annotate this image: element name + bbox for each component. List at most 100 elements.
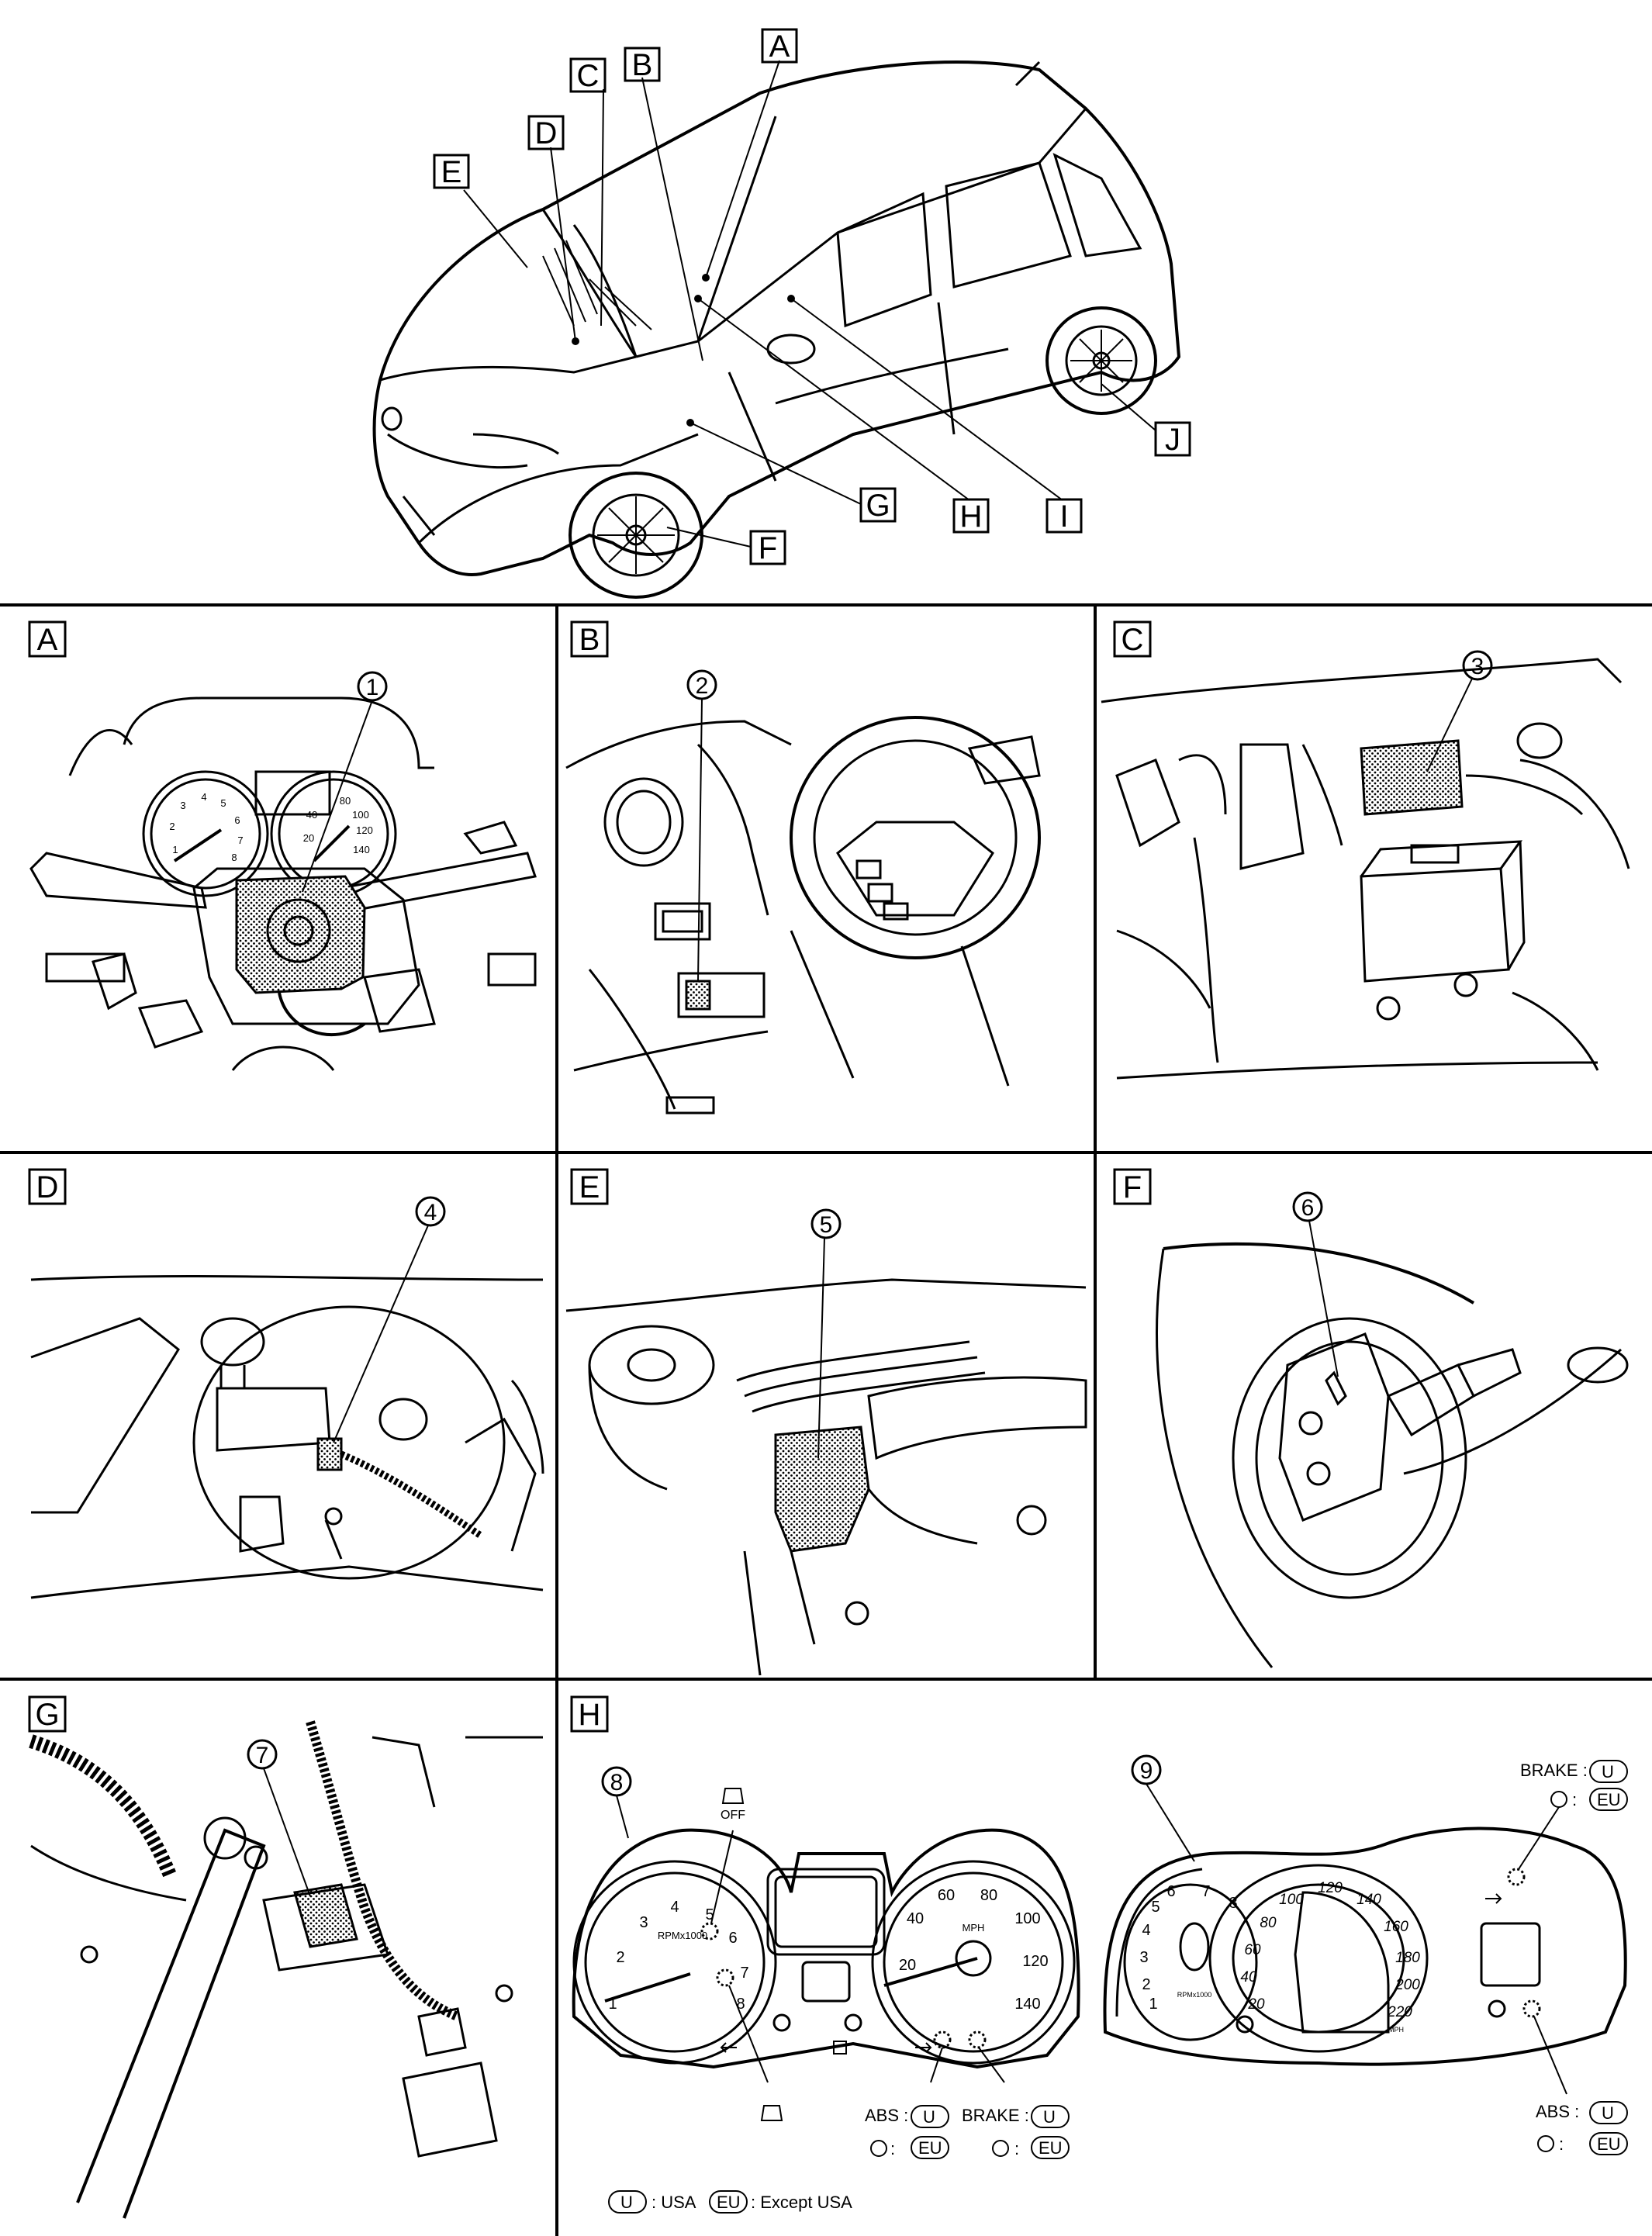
panel-d-letter: D bbox=[36, 1170, 59, 1204]
c8-speedo-tick: 60 bbox=[938, 1887, 955, 1904]
a-tach-tick: 5 bbox=[220, 797, 226, 809]
legend-eu-badge: EU bbox=[717, 2193, 741, 2212]
callout-8: 8 bbox=[610, 1770, 624, 1795]
legend-u-badge: U bbox=[620, 2193, 633, 2212]
c8-speedo-tick: 120 bbox=[1022, 1953, 1048, 1970]
panel-c bbox=[1101, 620, 1630, 1080]
a-speedo-tick: 40 bbox=[306, 809, 317, 821]
c8-tach-tick: 2 bbox=[616, 1949, 624, 1966]
callout-2: 2 bbox=[696, 673, 709, 699]
overview-label-h: H bbox=[960, 499, 983, 534]
c9-abs-u-badge: U bbox=[1602, 2103, 1614, 2123]
overview-labels: A B C D E F G H I J bbox=[441, 29, 1180, 565]
callout-1: 1 bbox=[366, 675, 379, 700]
c9-speedo-tick: 80 bbox=[1260, 1915, 1277, 1931]
overview-label-a: A bbox=[769, 29, 790, 64]
c9-speedo-tick: 40 bbox=[1240, 1969, 1257, 1985]
c8-speedo-unit: MPH bbox=[963, 1922, 985, 1934]
a-tach-tick: 1 bbox=[172, 844, 178, 855]
c8-tach-tick: 7 bbox=[740, 1965, 748, 1982]
cluster-9-abs-legend: ABS : U : EU bbox=[1536, 2101, 1628, 2155]
c9-speedo-tick: 200 bbox=[1395, 1977, 1420, 1993]
c9-speedo-unit: MPH bbox=[1388, 2026, 1404, 2034]
panel-a: 1 2 3 4 5 6 7 8 20 40 80 100 120 140 bbox=[28, 620, 537, 1071]
overview-label-i: I bbox=[1059, 499, 1068, 534]
overview-label-e: E bbox=[441, 155, 462, 189]
c9-tach-tick: 5 bbox=[1151, 1899, 1160, 1916]
c8-tach-tick: 5 bbox=[705, 1906, 714, 1923]
legend-u-text: : USA bbox=[651, 2193, 696, 2212]
cluster-8 bbox=[572, 1788, 1080, 2121]
callout-7: 7 bbox=[256, 1743, 269, 1768]
overview-label-g: G bbox=[866, 489, 890, 523]
a-tach-tick: 2 bbox=[169, 821, 175, 832]
panel-grid bbox=[0, 603, 1652, 2236]
car-overview bbox=[372, 60, 1181, 599]
c8-speedo-tick: 100 bbox=[1014, 1910, 1040, 1927]
c9-speedo-tick: 140 bbox=[1357, 1892, 1381, 1908]
overview-label-d: D bbox=[535, 116, 558, 150]
c8-tach-unit: RPMx1000 bbox=[658, 1930, 707, 1941]
a-speedo-tick: 20 bbox=[303, 832, 314, 844]
actuator-shaded bbox=[774, 1426, 870, 1553]
cluster-9 bbox=[1103, 1783, 1627, 2095]
panel-b-letter: B bbox=[579, 623, 600, 657]
steering-sensor-shaded bbox=[293, 1883, 358, 1948]
c9-abs-eu-badge: EU bbox=[1597, 2134, 1621, 2154]
callout-6: 6 bbox=[1301, 1195, 1315, 1221]
panel-d bbox=[28, 1168, 544, 1599]
cluster-8-indicator-legend: ABS : U : EU BRAKE : U : EU bbox=[865, 2105, 1070, 2159]
c9-brake-label: BRAKE : bbox=[1520, 1761, 1588, 1780]
a-tach-tick: 7 bbox=[237, 835, 243, 846]
svg-text::: : bbox=[890, 2139, 895, 2158]
svg-text::: : bbox=[1559, 2134, 1564, 2154]
c9-speedo-tick: 100 bbox=[1279, 1892, 1304, 1908]
cluster-9-tach-ticks: 1 2 3 4 5 6 7 8 bbox=[1139, 1883, 1237, 2013]
panel-b bbox=[565, 620, 1041, 1115]
c9-brake-u-badge: U bbox=[1602, 1762, 1614, 1782]
a-speedo-tick: 140 bbox=[353, 844, 370, 855]
c9-tach-tick: 8 bbox=[1229, 1895, 1237, 1912]
c9-tach-tick: 4 bbox=[1142, 1922, 1150, 1939]
c9-tach-tick: 2 bbox=[1142, 1976, 1150, 1993]
c8-abs-label: ABS : bbox=[865, 2106, 908, 2125]
c8-speedo-tick: 40 bbox=[907, 1910, 924, 1927]
module-shaded bbox=[1360, 739, 1464, 816]
c8-tach-tick: 3 bbox=[639, 1914, 648, 1931]
panel-f-letter: F bbox=[1123, 1170, 1142, 1204]
overview-label-boxes bbox=[433, 28, 1191, 565]
panel-a-speedo-ticks: 20 40 80 100 120 140 bbox=[303, 795, 373, 855]
c9-tach-tick: 7 bbox=[1201, 1883, 1210, 1900]
c8-tach-tick: 1 bbox=[608, 1996, 617, 2013]
legend-eu-text: : Except USA bbox=[751, 2193, 852, 2212]
c8-tach-tick: 6 bbox=[728, 1930, 737, 1947]
a-tach-tick: 3 bbox=[180, 800, 185, 811]
region-legend: U : USA EU : Except USA bbox=[608, 2190, 852, 2214]
cluster-9-brake-legend: BRAKE : U : EU bbox=[1520, 1760, 1628, 1811]
c9-brake-eu-badge: EU bbox=[1597, 1790, 1621, 1809]
c9-tach-tick: 6 bbox=[1166, 1883, 1175, 1900]
panel-f bbox=[1113, 1168, 1629, 1668]
rear-wheel bbox=[1045, 306, 1157, 415]
c8-tach-tick: 4 bbox=[670, 1899, 679, 1916]
svg-text::: : bbox=[1014, 2139, 1019, 2158]
cluster-8-tach-ticks: 1 2 3 4 5 6 7 8 bbox=[608, 1899, 748, 2013]
panel-e bbox=[565, 1168, 1087, 1676]
switch-shaded bbox=[685, 980, 711, 1011]
c8-speedo-tick: 140 bbox=[1014, 1996, 1040, 2013]
overview-leaders bbox=[463, 60, 1156, 548]
callout-4: 4 bbox=[424, 1200, 437, 1225]
a-speedo-tick: 100 bbox=[352, 809, 369, 821]
spiral-cable-shaded bbox=[235, 875, 366, 994]
sensor-shaded bbox=[316, 1437, 343, 1471]
panel-h-letter: H bbox=[579, 1698, 601, 1732]
panel-g bbox=[28, 1695, 543, 2219]
c8-abs-u-badge: U bbox=[923, 2107, 935, 2127]
c9-speedo-tick: 20 bbox=[1247, 1996, 1265, 2013]
panel-e-letter: E bbox=[579, 1170, 600, 1204]
callout-3: 3 bbox=[1471, 654, 1484, 679]
c8-speedo-tick: 80 bbox=[980, 1887, 997, 1904]
c8-abs-eu-badge: EU bbox=[918, 2138, 942, 2158]
c9-tach-tick: 1 bbox=[1149, 1996, 1157, 2013]
callout-5: 5 bbox=[820, 1212, 833, 1238]
